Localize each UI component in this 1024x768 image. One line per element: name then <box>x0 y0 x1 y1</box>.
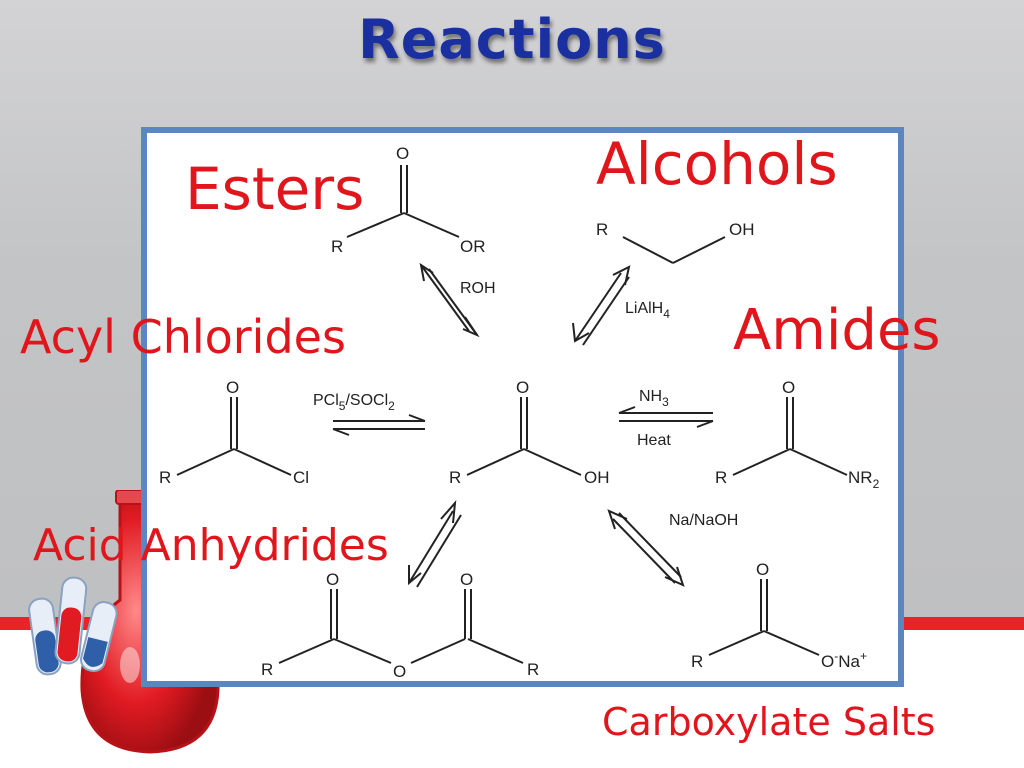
test-tube-icon <box>28 597 62 676</box>
atom-R: R <box>261 660 273 679</box>
reaction-scheme-panel: O R OR R OH O R Cl O R <box>141 127 904 687</box>
atom-NR2: NR2 <box>848 468 880 491</box>
atom-R: R <box>159 468 171 487</box>
acyl-chloride-structure: O R Cl <box>159 378 309 487</box>
slide-title: Reactions <box>358 8 666 71</box>
atom-R: R <box>715 468 727 487</box>
atom-O: O <box>226 378 239 397</box>
equilibrium-arrow-anhydride <box>408 499 462 588</box>
ester-structure: O R OR <box>331 144 486 256</box>
reagent-pcl5-socl2: PCl5/SOCl2 <box>313 392 395 413</box>
amide-structure: O R NR2 <box>715 378 880 491</box>
equilibrium-arrow-salt: Na/NaOH <box>607 509 738 587</box>
label-acid-anhydrides: Acid Anhydrides <box>33 520 389 571</box>
reagent-nh3: NH3 <box>639 388 669 409</box>
atom-O: O <box>326 570 339 589</box>
label-esters: Esters <box>185 155 365 223</box>
atom-O: O <box>782 378 795 397</box>
label-alcohols: Alcohols <box>596 130 838 198</box>
atom-R: R <box>596 220 608 239</box>
atom-O: O <box>756 560 769 579</box>
atom-R: R <box>527 660 539 679</box>
atom-R: R <box>331 237 343 256</box>
atom-R: R <box>691 652 703 671</box>
reagent-lialh4: LiAlH4 <box>625 300 670 321</box>
atom-O: O <box>516 378 529 397</box>
acid-anhydride-structure: O O R O R <box>261 570 539 681</box>
atom-R: R <box>449 468 461 487</box>
carboxylate-salt-structure: O R O-Na+ <box>691 560 867 671</box>
atom-OH: OH <box>584 468 610 487</box>
atom-O: O <box>396 144 409 163</box>
equilibrium-arrow-ester: ROH <box>419 262 496 338</box>
reagent-na-naoh: Na/NaOH <box>669 512 738 529</box>
reagent-heat: Heat <box>637 432 671 449</box>
atom-O: O <box>393 662 406 681</box>
label-amides: Amides <box>733 298 941 363</box>
label-carboxylate-salts: Carboxylate Salts <box>602 700 936 744</box>
atom-OR: OR <box>460 237 486 256</box>
equilibrium-arrow-amide: NH3 Heat <box>618 388 714 449</box>
label-acyl-chlorides: Acyl Chlorides <box>20 310 346 364</box>
test-tube-icon <box>80 601 118 673</box>
alcohol-structure: R OH <box>596 220 755 264</box>
atom-Cl: Cl <box>293 468 309 487</box>
equilibrium-arrow-acyl-chloride: PCl5/SOCl2 <box>313 392 426 436</box>
reaction-scheme: O R OR R OH O R Cl O R <box>159 144 880 681</box>
atom-O-Na: O-Na+ <box>821 649 867 671</box>
carboxylic-acid-structure: O R OH <box>449 378 610 487</box>
test-tube-icon <box>54 576 88 665</box>
atom-OH: OH <box>729 220 755 239</box>
equilibrium-arrow-alcohol: LiAlH4 <box>572 265 670 346</box>
reagent-roh: ROH <box>460 280 496 297</box>
atom-O: O <box>460 570 473 589</box>
